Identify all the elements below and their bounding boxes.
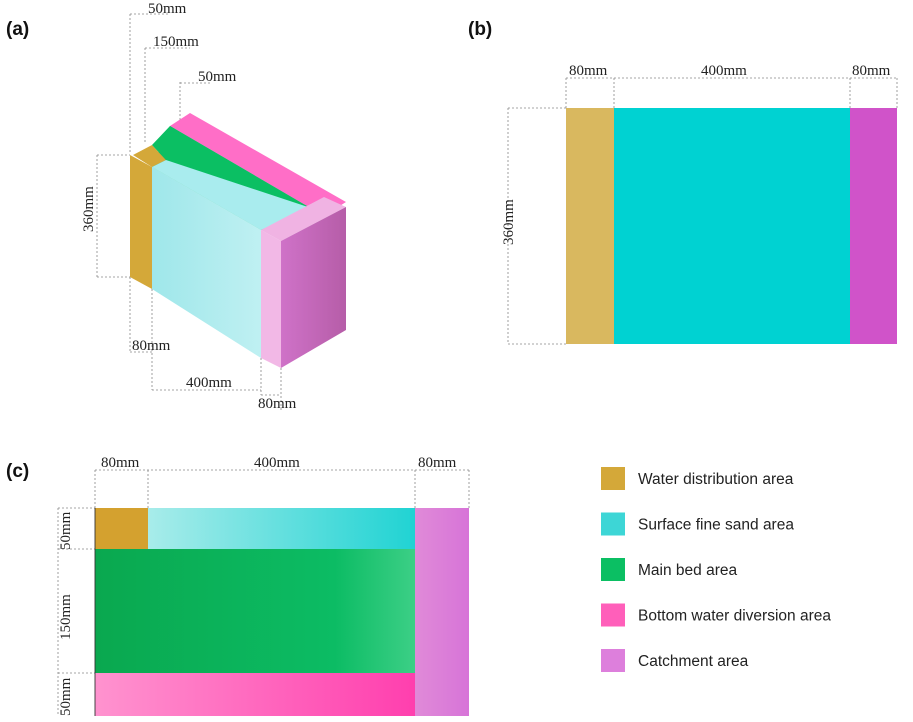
- b-water-distribution-area: [566, 108, 614, 344]
- legend-swatch: [601, 558, 625, 581]
- legend-label: Water distribution area: [638, 471, 794, 488]
- dim-label-b-80-right: 80mm: [852, 63, 891, 79]
- top-water-distribution-strip: [133, 145, 166, 167]
- top-sand-strip: [152, 160, 311, 230]
- top-bottom-diversion-strip: [170, 113, 346, 216]
- panel-b: (b) 80mm 400mm 80mm 360mm: [468, 19, 898, 345]
- legend-swatch: [601, 512, 625, 536]
- panel-a-label: (a): [6, 19, 29, 40]
- legend-swatch: [601, 603, 625, 627]
- dim-label-height-360: 360mm: [81, 186, 97, 232]
- face-catchment-front: [261, 230, 281, 368]
- legend-swatch: [601, 649, 625, 672]
- dim-label-c-50-bottom: 50mm: [58, 677, 74, 716]
- legend-label: Catchment area: [638, 653, 749, 670]
- b-catchment-area: [850, 108, 897, 344]
- dim-label-c-150: 150mm: [58, 594, 74, 640]
- panel-b-label: (b): [468, 19, 492, 40]
- c-bottom-water-diversion-area: [95, 673, 415, 716]
- legend-label: Bottom water diversion area: [638, 608, 831, 625]
- dim-label-c-400: 400mm: [254, 455, 300, 471]
- face-surface-sand: [152, 167, 261, 358]
- panel-c-label: (c): [6, 461, 29, 482]
- dim-label-b-360: 360mm: [501, 199, 517, 245]
- c-surface-fine-sand-area: [148, 508, 415, 549]
- dim-label-top-50b: 50mm: [198, 69, 237, 85]
- face-catchment-top: [261, 197, 346, 241]
- legend-swatch: [601, 467, 625, 490]
- dim-label-c-80-left: 80mm: [101, 455, 140, 471]
- dim-label-b-80-left: 80mm: [569, 63, 608, 79]
- dim-label-bottom-80: 80mm: [132, 338, 171, 354]
- panel-c: (c) 80mm 400mm 80mm 50mm 150mm 50mm: [6, 455, 470, 716]
- panel-a: (a) 50mm 150mm 50mm 360mm: [6, 1, 346, 412]
- legend-label: Main bed area: [638, 562, 737, 579]
- top-main-bed-strip-2: [152, 126, 324, 216]
- dim-label-c-50-top: 50mm: [58, 511, 74, 550]
- legend-label: Surface fine sand area: [638, 517, 794, 534]
- c-catchment-area: [415, 508, 469, 716]
- face-water-distribution: [130, 155, 152, 289]
- dim-label-top-50: 50mm: [148, 1, 187, 17]
- c-main-bed-area: [95, 549, 415, 673]
- dim-label-b-400: 400mm: [701, 63, 747, 79]
- face-catchment-side: [281, 207, 346, 368]
- dim-label-top-150: 150mm: [153, 34, 199, 50]
- dim-label-bottom-80b: 80mm: [258, 396, 297, 412]
- dim-label-c-80-right: 80mm: [418, 455, 457, 471]
- dim-label-bottom-400: 400mm: [186, 375, 232, 391]
- b-surface-fine-sand-area: [614, 108, 850, 344]
- c-water-distribution-area: [95, 508, 148, 549]
